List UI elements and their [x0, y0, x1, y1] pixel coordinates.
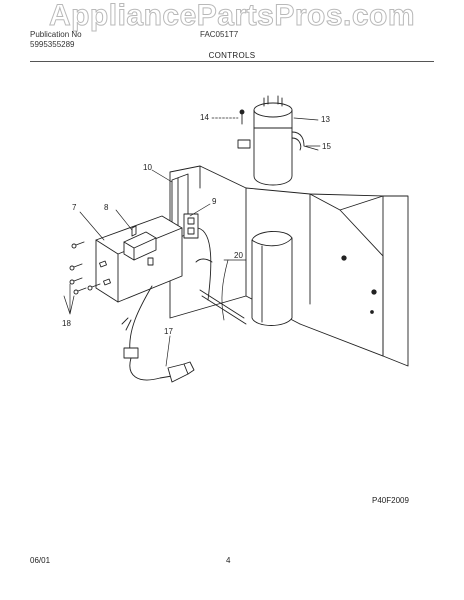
callout-14: 14 [200, 113, 209, 122]
run-capacitor [253, 95, 293, 186]
publication-label: Publication No [30, 30, 82, 39]
header-divider [30, 61, 434, 62]
model-number: FAC051T7 [200, 30, 239, 39]
mounting-screws [69, 241, 101, 295]
page-number: 4 [226, 556, 231, 565]
capacitor-bracket [237, 131, 319, 151]
figure-code: P40F2009 [372, 496, 409, 505]
callout-9: 9 [212, 197, 217, 206]
footer-date: 06/01 [30, 556, 51, 565]
callout-8: 8 [104, 203, 109, 212]
terminal-relay [183, 213, 199, 239]
publication-number: 5995355289 [30, 40, 75, 49]
callout-15: 15 [322, 142, 331, 151]
callout-20: 20 [234, 251, 243, 260]
rotary-switch [123, 225, 157, 261]
capacitor-screw [239, 109, 245, 125]
section-title: CONTROLS [208, 51, 256, 60]
callout-leaders [63, 117, 321, 367]
callout-13: 13 [321, 115, 330, 124]
watermark-logo: AppliancePartsPros.com [48, 0, 416, 32]
callout-18: 18 [62, 319, 71, 328]
power-cord [121, 285, 195, 383]
compressor-shroud [251, 231, 293, 326]
callout-10: 10 [143, 163, 152, 172]
callout-7: 7 [72, 203, 77, 212]
control-box [95, 215, 183, 303]
callout-17: 17 [164, 327, 173, 336]
